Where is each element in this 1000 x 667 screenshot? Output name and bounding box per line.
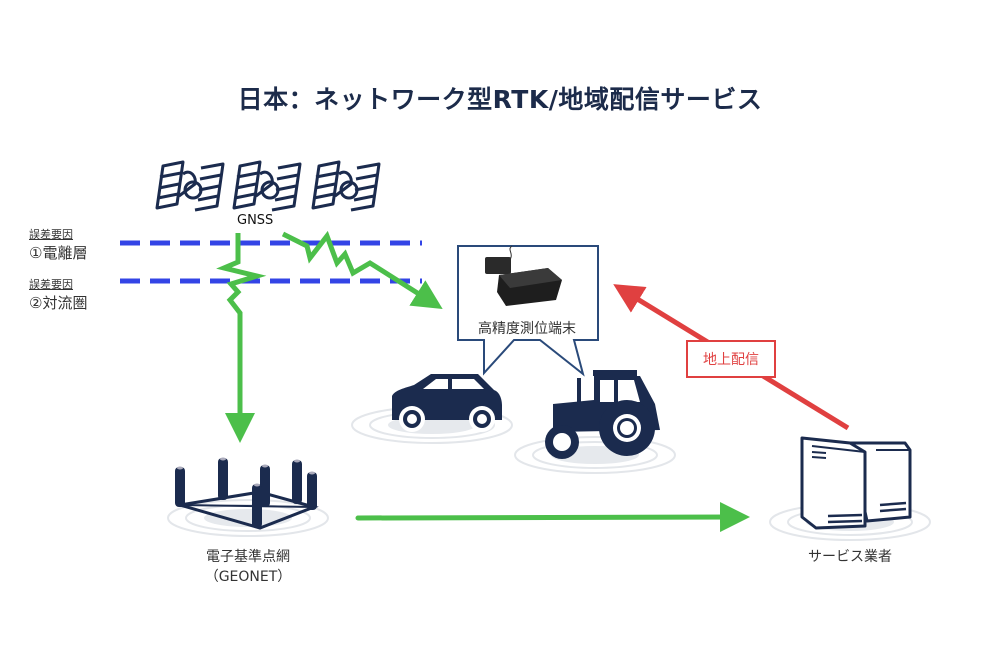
satellite-icon [232, 160, 302, 212]
ionosphere-label: ①電離層 [29, 244, 88, 262]
gnss-label: GNSS [237, 213, 274, 228]
page-title: 日本：ネットワーク型RTK/地域配信サービス [237, 85, 763, 114]
geonet-label: 電子基準点網 （GEONET） [178, 546, 318, 586]
satellite-icon [155, 160, 225, 212]
error-factor-caption: 誤差要因 [29, 228, 73, 241]
receiver-device-icon [485, 245, 562, 306]
error-factor-caption: 誤差要因 [29, 278, 73, 291]
troposphere-label: ②対流圏 [29, 294, 88, 312]
geonet-label-line1: 電子基準点網 [206, 549, 290, 565]
ground-delivery-label: 地上配信 [703, 352, 759, 368]
receiver-callout [457, 245, 599, 377]
car-icon [351, 374, 513, 444]
receiver-label: 高精度測位端末 [478, 321, 576, 337]
tractor-icon [514, 370, 676, 474]
gnss-signal-to-geonet-arrow [216, 233, 267, 443]
ground-delivery-label-box: 地上配信 [686, 340, 776, 378]
geonet-to-provider-arrow [355, 502, 750, 533]
geonet-station-icon [167, 457, 329, 537]
server-icon [769, 436, 931, 541]
gnss-signal-to-receiver-arrow [281, 230, 443, 310]
satellite-icon [311, 160, 381, 212]
service-provider-label: サービス業者 [808, 549, 892, 565]
geonet-label-line2: （GEONET） [204, 569, 292, 585]
